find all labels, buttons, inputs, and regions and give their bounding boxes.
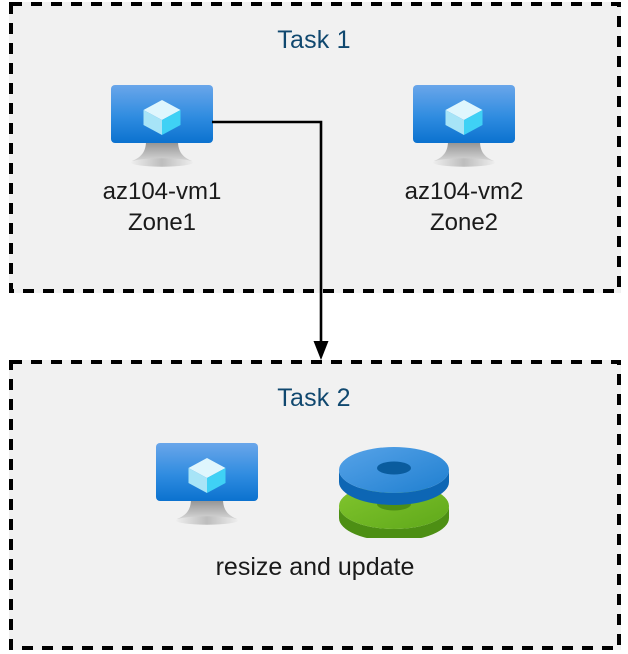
node-vm2-label-line1: az104-vm2 <box>404 178 524 205</box>
node-t2-disks[interactable] <box>335 444 453 543</box>
virtual-machine-icon <box>155 442 259 535</box>
task-group-2-dashed-border <box>9 360 621 650</box>
node-t2-vm[interactable] <box>155 442 259 535</box>
node-vm1-label-line2: Zone1 <box>127 208 197 236</box>
task-group-2-title: Task 2 <box>277 384 351 412</box>
node-vm2[interactable]: az104-vm2 Zone2 <box>357 84 571 238</box>
task-group-1-title: Task 1 <box>277 26 351 54</box>
task-group-2-caption: resize and update <box>215 553 415 581</box>
task-group-2[interactable] <box>9 360 621 650</box>
node-vm1[interactable]: az104-vm1 Zone1 <box>55 84 269 238</box>
arrow-down-icon <box>313 341 329 360</box>
virtual-machine-icon <box>55 84 269 177</box>
managed-disks-icon <box>335 444 453 543</box>
node-vm2-label-line2: Zone2 <box>429 208 499 236</box>
virtual-machine-icon <box>357 84 571 177</box>
task-group-1-dashed-border <box>9 2 621 293</box>
node-vm1-label-line1: az104-vm1 <box>102 178 222 205</box>
task-group-2-icon-row <box>9 442 621 542</box>
